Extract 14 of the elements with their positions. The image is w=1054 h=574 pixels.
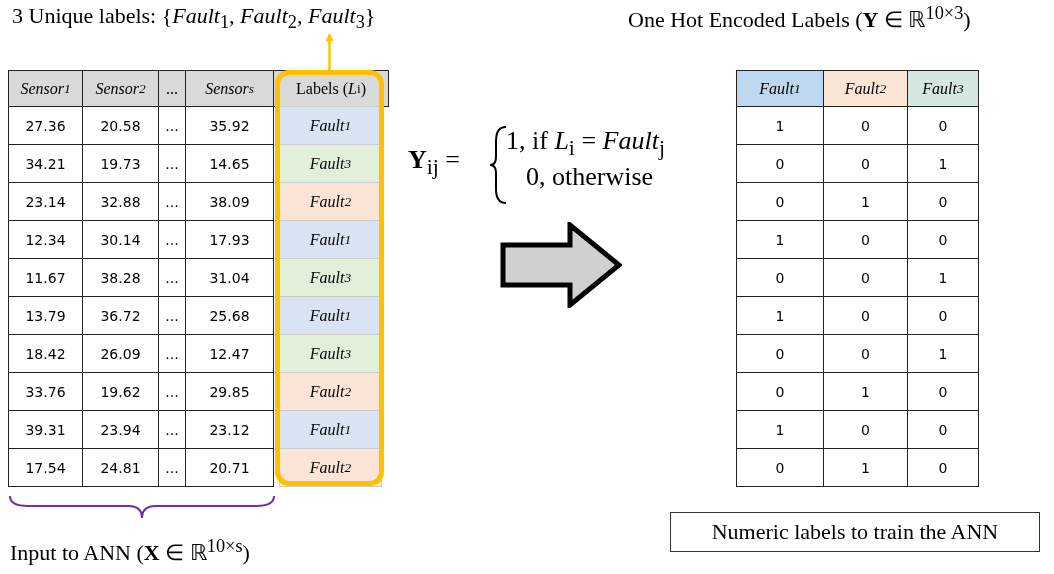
heading-text: 3 Unique labels: {Fault$_{1}$, Fault$_{2}$, Fault$_{3}$} (12, 3, 376, 34)
note-text: Numeric labels to train the ANN (670, 512, 1040, 552)
equation-text: 1, if L$_{i}$ = Fault$_{j}$ (506, 126, 665, 162)
data-cell: 0 (907, 448, 979, 487)
header-cell: ... (158, 70, 186, 107)
equation-text: Y$_{ij}$ = (408, 145, 460, 181)
data-cell: 0 (736, 448, 824, 487)
data-cell: 20.71 (185, 448, 274, 487)
highlight-frame (275, 70, 384, 486)
data-cell: 17.54 (8, 448, 83, 487)
heading-text: One Hot Encoded Labels (Y ∈ ℝ$^{10×3}$) (628, 3, 971, 34)
caption-text: Input to ANN (X ∈ ℝ$^{10×s}$) (10, 536, 250, 567)
equation-text: 0, otherwise (526, 162, 654, 192)
arrow (325, 33, 334, 70)
